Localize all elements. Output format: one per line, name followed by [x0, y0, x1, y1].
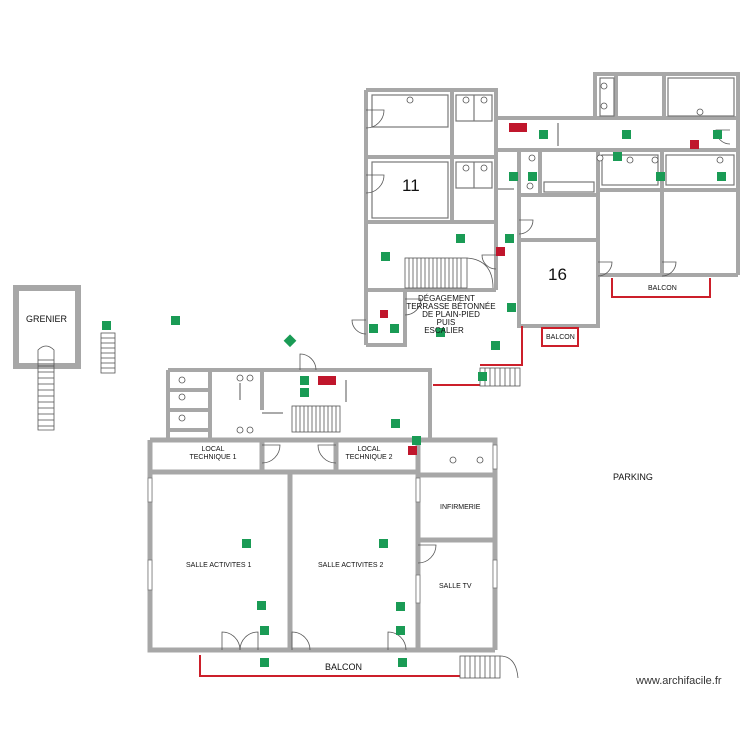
room-11-label: 11	[402, 176, 420, 195]
sanitary-fixtures	[178, 82, 724, 464]
degagement-label-4: PUIS	[436, 318, 456, 327]
local-technique-2-label-a: LOCAL	[357, 446, 381, 453]
degagement-label-1: DÉGAGEMENT	[418, 294, 475, 303]
salle-activites-1-label: SALLE ACTIVITES 1	[186, 562, 252, 569]
local-technique-2-label-b: TECHNIQUE 2	[345, 454, 393, 461]
balcon-east-label: BALCON	[648, 285, 677, 292]
grenier-stair	[37, 345, 55, 431]
north-wing-inner	[371, 94, 493, 219]
north-wing-walls	[364, 88, 498, 347]
local-technique-1-label-b: TECHNIQUE 1	[189, 454, 237, 461]
grenier-walls	[13, 285, 81, 369]
degagement-label-5: ESCALIER	[424, 326, 464, 335]
central-block-walls	[166, 368, 432, 440]
balcon-main-label: BALCON	[325, 662, 363, 672]
central-stair	[291, 405, 341, 433]
local-technique-1-label-a: LOCAL	[201, 446, 225, 453]
exterior-stair-small	[100, 332, 116, 374]
north-stair	[404, 257, 494, 289]
salle-activites-2-label: SALLE ACTIVITES 2	[318, 562, 384, 569]
exit-signs	[102, 130, 726, 667]
balcony-lines	[199, 278, 711, 677]
evacuation-double-arrows	[239, 123, 559, 414]
parking-label: PARKING	[613, 472, 653, 482]
watermark: www.archifacile.fr	[636, 675, 722, 687]
grenier-label: GRENIER	[26, 314, 68, 324]
room-16-label: 16	[548, 265, 567, 284]
salle-tv-label: SALLE TV	[439, 583, 472, 590]
infirmerie-label: INFIRMERIE	[440, 504, 481, 511]
east-wing-inner	[543, 77, 735, 193]
south-block-walls	[147, 437, 498, 653]
fire-equipment	[318, 123, 699, 455]
degagement-label-2: TERRASSE BÉTONNÉE	[406, 302, 496, 311]
windows	[147, 444, 498, 604]
balcon-16-label: BALCON	[546, 334, 575, 341]
stair-balcony-north	[479, 367, 521, 387]
stair-balcony-south	[459, 655, 519, 679]
east-wing-walls	[496, 72, 740, 328]
degagement-label-3: DE PLAIN-PIED	[422, 310, 480, 319]
doors	[221, 109, 731, 651]
